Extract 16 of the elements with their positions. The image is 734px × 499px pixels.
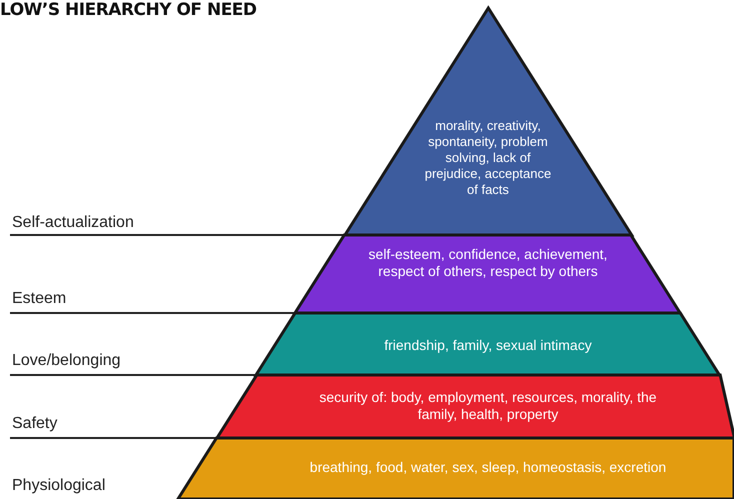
level-label: Physiological xyxy=(12,477,106,495)
level-label: Safety xyxy=(12,415,58,433)
level-label: Love/belonging xyxy=(12,352,121,370)
pyramid-tier xyxy=(295,235,681,313)
tier-text: breathing, food, water, sex, sleep, homeostasis, excretion xyxy=(308,459,668,476)
pyramid-tier xyxy=(178,438,734,499)
pyramid-tier xyxy=(256,313,720,375)
pyramid-tier xyxy=(216,375,734,438)
tier-text: morality, creativity, spontaneity, problem solving, lack of prejudice, acceptance of facts xyxy=(424,118,552,198)
title: LOW’S HIERARCHY OF NEED xyxy=(0,0,257,20)
level-label: Self-actualization xyxy=(12,214,134,232)
tier-text: self-esteem, confidence, achievement, respect of others, respect by others xyxy=(368,246,608,280)
tier-text: friendship, family, sexual intimacy xyxy=(383,337,593,354)
tier-text: security of: body, employment, resources, morality, the family, health, property xyxy=(318,389,658,423)
level-label: Esteem xyxy=(12,290,66,308)
pyramid-top-tier xyxy=(344,8,632,235)
